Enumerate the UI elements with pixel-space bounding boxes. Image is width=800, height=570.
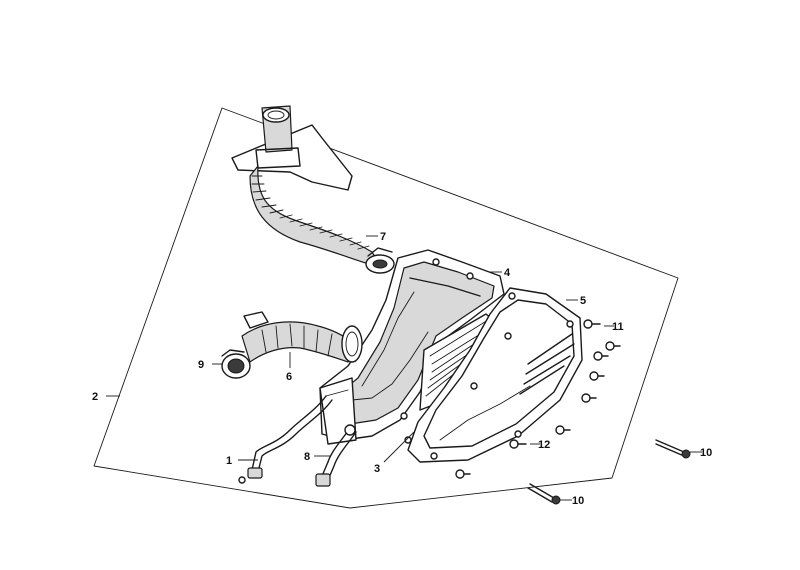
part-9-hose-clamp bbox=[221, 349, 251, 379]
part-1-drain-hose bbox=[238, 395, 333, 484]
part-7-intake-snorkel bbox=[231, 105, 395, 274]
assembly-boundary bbox=[93, 107, 679, 509]
part-5-cover bbox=[407, 287, 583, 463]
callout-5: 5 bbox=[580, 295, 586, 307]
callout-10-lower: 10 bbox=[572, 495, 584, 507]
callout-10-upper: 10 bbox=[700, 447, 712, 459]
part-12-screws bbox=[404, 436, 527, 479]
callout-3: 3 bbox=[374, 463, 380, 475]
callout-8: 8 bbox=[304, 451, 310, 463]
callout-2: 2 bbox=[92, 391, 98, 403]
callout-7: 7 bbox=[380, 231, 386, 243]
callout-6: 6 bbox=[286, 371, 292, 383]
callout-12: 12 bbox=[538, 439, 550, 451]
part-11-screws bbox=[470, 319, 621, 435]
callout-4: 4 bbox=[504, 267, 511, 279]
part-10-bolt-lower bbox=[527, 483, 561, 505]
part-8-drain-hose bbox=[315, 424, 357, 487]
callout-9: 9 bbox=[198, 359, 204, 371]
callout-11: 11 bbox=[612, 321, 624, 333]
callout-1: 1 bbox=[226, 455, 232, 467]
part-10-bolt-upper bbox=[655, 439, 691, 459]
leader-lines bbox=[106, 235, 702, 501]
part-6-connecting-tube bbox=[241, 311, 363, 363]
